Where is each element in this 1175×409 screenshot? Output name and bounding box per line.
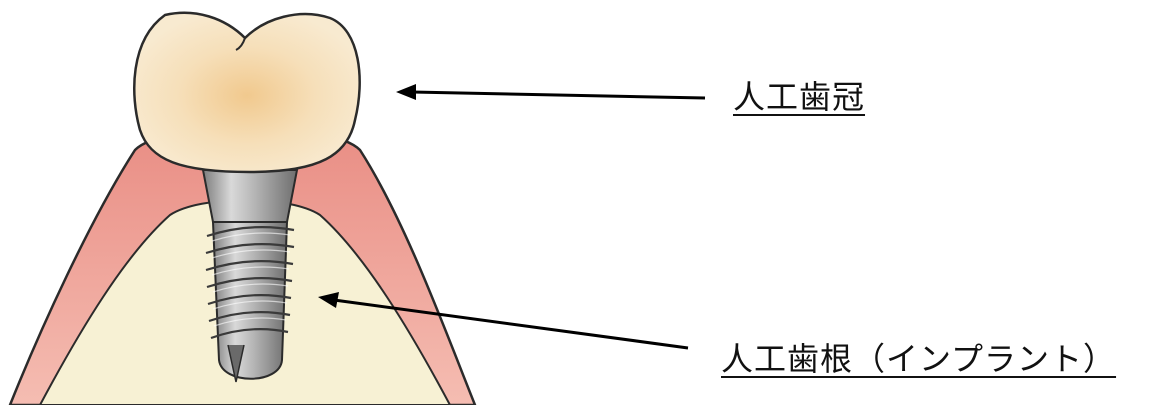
crown-groove (235, 37, 246, 51)
implant-abutment (201, 169, 299, 223)
crown-arrow (396, 84, 706, 100)
crown-label: 人工歯冠 (733, 78, 866, 116)
root-arrow (318, 292, 689, 350)
implant-root-label: 人工歯根（インプラント） (721, 340, 1117, 378)
artificial-crown (133, 11, 361, 174)
implant-tip-slot (227, 344, 245, 383)
implant-threads (205, 226, 295, 340)
implant-thread-highlights (211, 232, 291, 327)
